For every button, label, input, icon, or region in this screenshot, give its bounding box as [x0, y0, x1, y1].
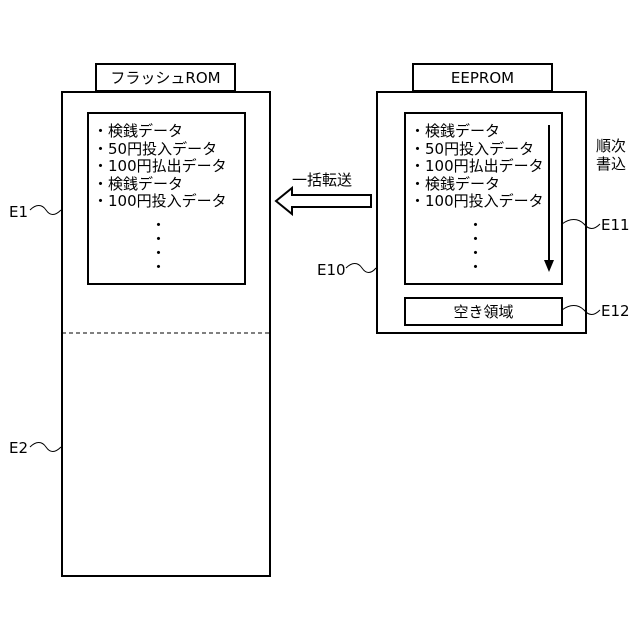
leader-e11: [562, 220, 600, 229]
leader-e10: [346, 264, 376, 273]
bulk-transfer-arrow: [276, 188, 371, 214]
leader-e2: [30, 443, 61, 452]
leader-e12: [562, 306, 600, 315]
sequential-write-arrowhead: [544, 260, 554, 272]
leader-e1: [30, 206, 61, 215]
